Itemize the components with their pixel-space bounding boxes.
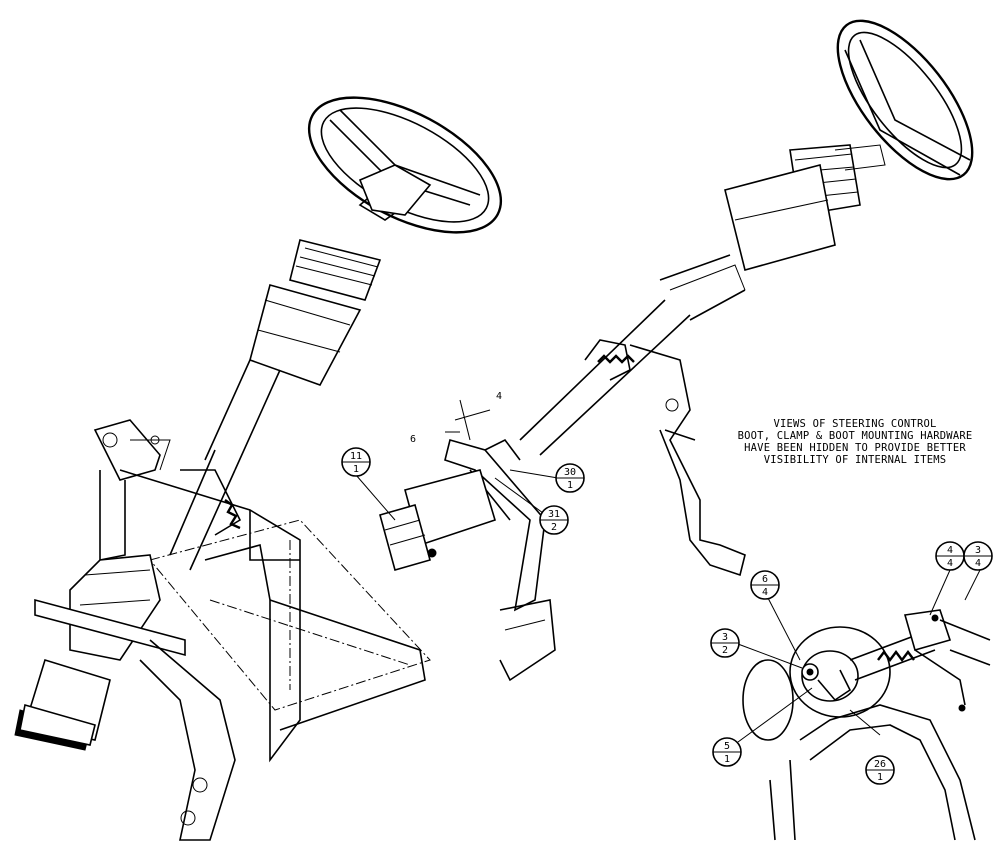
balloon-5-1: 5 1 xyxy=(712,737,742,767)
note-line: VISIBILITY OF INTERNAL ITEMS xyxy=(763,454,947,466)
note-line: VIEWS OF STEERING CONTROL xyxy=(773,418,937,430)
balloon-31-2: 31 2 xyxy=(539,505,569,535)
detail-view xyxy=(742,609,991,841)
svg-text:2: 2 xyxy=(551,522,557,533)
svg-text:4: 4 xyxy=(975,558,981,569)
svg-text:1: 1 xyxy=(877,772,883,783)
svg-text:6: 6 xyxy=(762,574,768,585)
balloon-4-4: 4 4 xyxy=(935,541,965,571)
note-line: HAVE BEEN HIDDEN TO PROVIDE BETTER xyxy=(744,442,966,454)
hidden-items-note: VIEWS OF STEERING CONTROL BOOT, CLAMP & … xyxy=(730,418,980,466)
svg-text:2: 2 xyxy=(722,645,728,656)
svg-text:31: 31 xyxy=(548,509,560,520)
note-line: BOOT, CLAMP & BOOT MOUNTING HARDWARE xyxy=(737,430,973,442)
svg-text:3: 3 xyxy=(975,545,981,556)
balloon-3-2: 3 2 xyxy=(710,628,740,658)
balloon-3-4: 3 4 xyxy=(963,541,993,571)
leader-lines xyxy=(355,469,981,743)
balloon-30-1: 30 1 xyxy=(555,463,585,493)
svg-text:11: 11 xyxy=(350,451,362,462)
svg-text:30: 30 xyxy=(564,467,576,478)
svg-text:4: 4 xyxy=(762,587,768,598)
svg-text:5: 5 xyxy=(724,741,730,752)
svg-text:3: 3 xyxy=(722,632,728,643)
dimension-label-6: 6 xyxy=(410,434,416,445)
svg-text:1: 1 xyxy=(353,464,359,475)
dimension-label-4: 4 xyxy=(496,391,502,402)
svg-text:1: 1 xyxy=(724,754,730,765)
svg-text:1: 1 xyxy=(567,480,573,491)
svg-text:26: 26 xyxy=(874,759,886,770)
svg-text:4: 4 xyxy=(947,558,953,569)
middle-exploded-view: 4 6 xyxy=(379,19,974,682)
left-assembly-view xyxy=(14,96,503,841)
svg-text:4: 4 xyxy=(947,545,953,556)
balloon-6-4: 6 4 xyxy=(750,570,780,600)
balloon-26-1: 26 1 xyxy=(865,755,895,785)
balloon-11-1: 11 1 xyxy=(341,447,371,477)
